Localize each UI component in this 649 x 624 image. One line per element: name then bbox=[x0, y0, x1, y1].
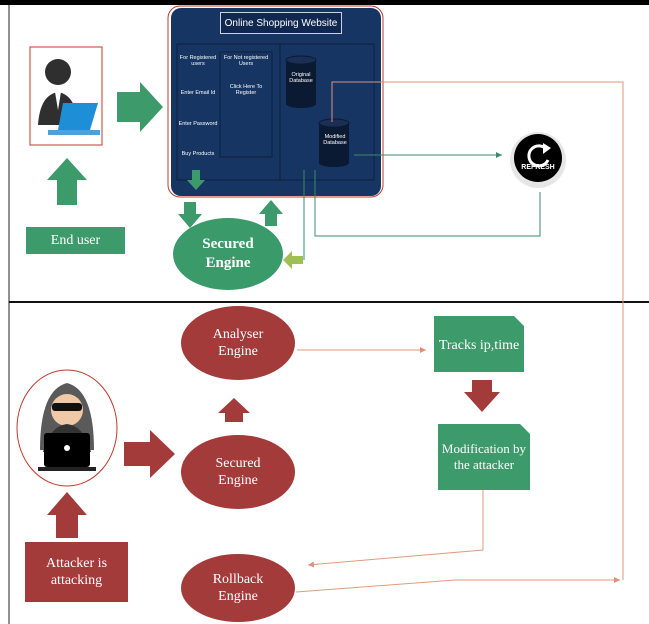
modified-database-label: Modified Database bbox=[323, 134, 347, 147]
password-field-label[interactable]: Enter Password bbox=[178, 121, 218, 127]
arrow-website-to-engine bbox=[178, 202, 202, 228]
line-rollback-to-database bbox=[295, 577, 620, 593]
top-border bbox=[0, 0, 649, 5]
line-modification-to-rollback bbox=[307, 490, 484, 568]
refresh-label[interactable]: REFRESH bbox=[521, 164, 555, 171]
arrow-user-to-website bbox=[117, 82, 163, 132]
tracks-box bbox=[434, 316, 524, 372]
modification-label: Modification by the attacker bbox=[441, 440, 527, 472]
analyser-engine-label: Analyser Engine bbox=[212, 326, 264, 360]
arrow-secured-to-analyser bbox=[218, 398, 250, 422]
modification-box bbox=[438, 424, 530, 490]
end-user-label-box bbox=[26, 227, 125, 254]
arrow-attacker-to-engine bbox=[124, 430, 175, 478]
register-link[interactable]: Click Here To Register bbox=[229, 84, 263, 97]
analyser-engine bbox=[181, 306, 295, 380]
website-panel bbox=[167, 5, 384, 198]
not-registered-label: For Not registered Users bbox=[223, 55, 269, 68]
arrow-tracks-to-modification bbox=[464, 380, 500, 412]
website-title: Online Shopping Website bbox=[220, 12, 342, 34]
secured-engine-bottom-label: Secured Engine bbox=[215, 455, 261, 489]
rollback-engine bbox=[181, 554, 295, 622]
attacker-icon bbox=[16, 369, 118, 487]
refresh-icon bbox=[510, 132, 566, 188]
original-database-label: Original Database bbox=[289, 72, 313, 85]
end-user-icon bbox=[29, 46, 103, 146]
attacker-label-box bbox=[25, 542, 128, 602]
rollback-engine-label: Rollback Engine bbox=[212, 571, 264, 605]
arrow-label-to-attacker bbox=[47, 492, 87, 538]
tracks-label: Tracks ip,time bbox=[438, 338, 520, 354]
arrow-line-to-engine bbox=[283, 251, 303, 269]
secured-engine-top-label: Secured Engine bbox=[202, 236, 254, 271]
buy-products-button[interactable]: Buy Products bbox=[181, 151, 215, 157]
attacker-label: Attacker is attacking bbox=[45, 555, 108, 589]
registered-users-label: For Registered users bbox=[179, 55, 217, 68]
original-database-cylinder bbox=[285, 55, 317, 108]
modified-database-cylinder bbox=[318, 118, 350, 167]
arrow-engine-to-website bbox=[259, 200, 283, 226]
secured-engine-top bbox=[173, 218, 283, 290]
end-user-label: End user bbox=[50, 232, 101, 248]
arrow-label-to-user bbox=[47, 158, 87, 205]
email-field-label[interactable]: Enter Email Id bbox=[180, 90, 216, 96]
secured-engine-bottom bbox=[181, 435, 295, 509]
database-connection-lines bbox=[303, 81, 624, 580]
